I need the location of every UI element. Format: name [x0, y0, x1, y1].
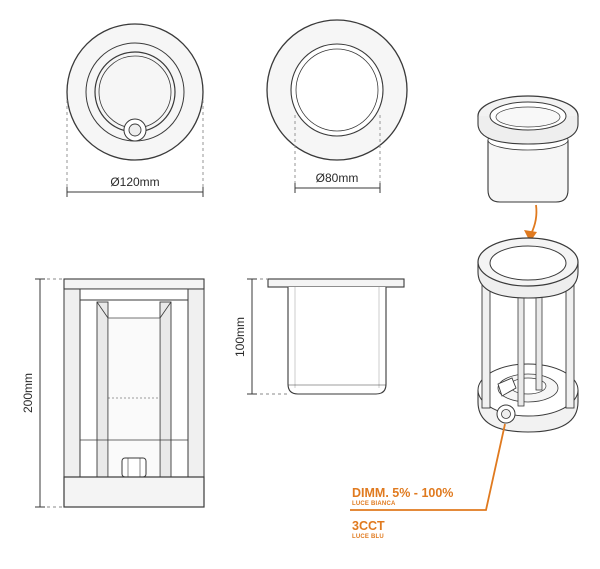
dim-label-120: Ø120mm — [110, 175, 159, 189]
dim-label-80: Ø80mm — [316, 171, 359, 185]
dim-lines-200 — [35, 278, 64, 508]
dim-label-100: 100mm — [233, 317, 247, 357]
spec-cct: 3CCT — [352, 519, 385, 533]
side-view-insert — [267, 278, 405, 395]
spec-dimming-sub: LUCE BIANCA — [352, 501, 396, 507]
spec-dimming: DIMM. 5% - 100% — [352, 486, 453, 500]
dim-lines-80 — [294, 115, 381, 193]
top-view-insert — [266, 19, 408, 161]
top-view-outer-fixture — [66, 23, 204, 161]
dim-label-200: 200mm — [21, 373, 35, 413]
spec-cct-sub: LUCE BLU — [352, 534, 384, 540]
iso-view-fixture — [477, 237, 579, 433]
dim-lines-120 — [66, 100, 204, 197]
spec-callout-leader — [350, 423, 506, 511]
dim-lines-100 — [247, 278, 288, 395]
iso-view-insert — [477, 95, 579, 203]
assembly-arrow — [524, 204, 538, 242]
side-view-fixture — [63, 278, 205, 508]
